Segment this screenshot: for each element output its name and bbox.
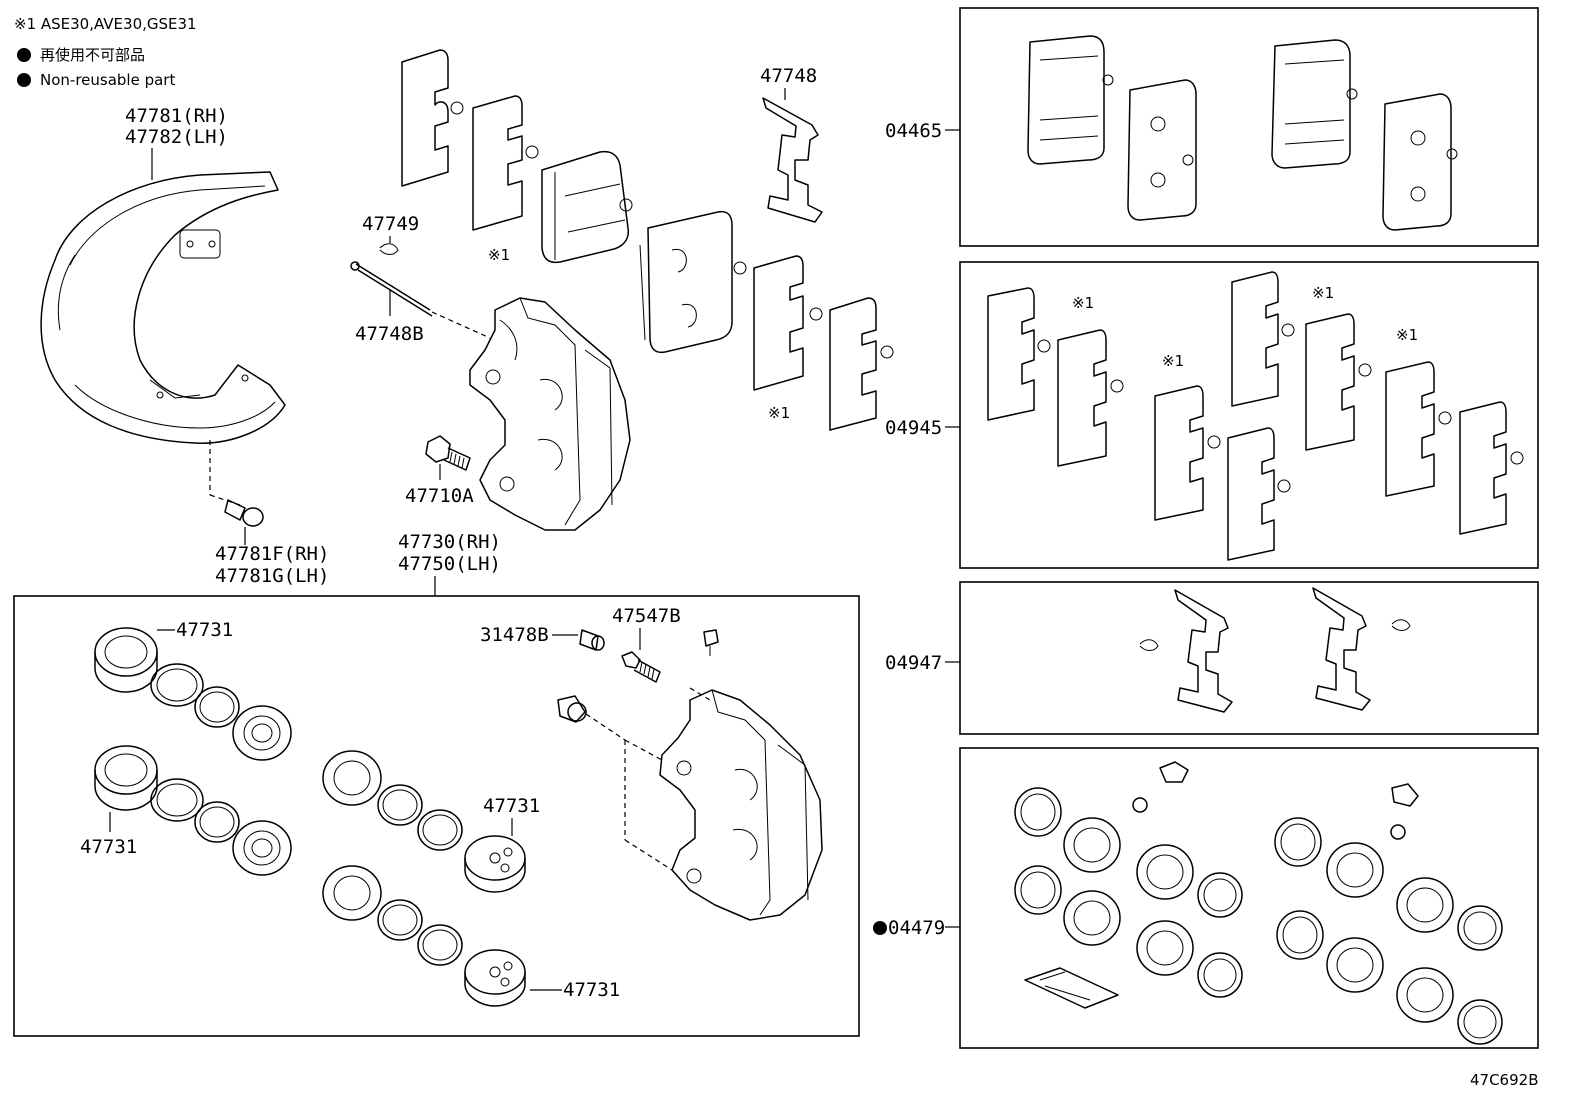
fitting-kit-frame: [959, 581, 1539, 735]
legend-english: Non-reusable part: [40, 71, 175, 89]
anti-squeal-shim: [401, 49, 464, 187]
applicability-mark: ※1: [1396, 326, 1418, 344]
shim-kit-frame: [959, 261, 1539, 569]
part-label-47749[interactable]: 47749: [362, 213, 419, 235]
part-label-47710A[interactable]: 47710A: [405, 485, 474, 507]
shim-kit-shims: [987, 271, 1524, 561]
part-label-47731-top[interactable]: 47731: [176, 619, 233, 641]
pad-retaining-pin: [350, 261, 433, 317]
piston-set-bottom: [322, 865, 526, 1007]
kit-label-04465[interactable]: 04465: [885, 120, 942, 142]
part-label-47782[interactable]: 47782(LH): [125, 126, 228, 148]
non-reusable-bullet-icon: [17, 48, 31, 62]
piston-set-middle-left: [94, 745, 292, 876]
plug-cap: [557, 695, 587, 723]
cylinder-kit-frame: [959, 747, 1539, 1049]
clip-pin: [379, 236, 399, 255]
part-label-31478B[interactable]: 31478B: [480, 624, 549, 646]
applicability-note: ※1 ASE30,AVE30,GSE31: [14, 15, 197, 33]
non-reusable-bullet-icon: [17, 73, 31, 87]
disc-brake-pad-inner: [639, 210, 747, 354]
bleeder-cap-small: [703, 629, 719, 656]
part-label-47748B[interactable]: 47748B: [355, 323, 424, 345]
piston-set-center: [322, 750, 526, 893]
part-label-47731-center[interactable]: 47731: [483, 795, 540, 817]
kit-label-04479[interactable]: 04479: [888, 917, 945, 939]
legend-japanese: 再使用不可部品: [40, 46, 145, 64]
pad-support-plate: [762, 97, 823, 223]
caliper-subassembly-frame: [13, 595, 860, 1037]
applicability-mark: ※1: [488, 246, 510, 264]
bleeder-plug-cap: [579, 629, 605, 651]
cylinder-kit-seals: [1014, 761, 1503, 1045]
bleeder-plug: [621, 651, 661, 683]
part-label-47781G[interactable]: 47781G(LH): [215, 565, 329, 587]
drawing-reference: 47C692B: [1470, 1071, 1538, 1089]
fitting-kit-plates: [1139, 587, 1411, 713]
anti-squeal-shim-sub: [472, 95, 539, 231]
non-reusable-bullet-icon: [873, 921, 887, 935]
applicability-mark: ※1: [768, 404, 790, 422]
caliper-mounting-bolt: [425, 435, 471, 471]
applicability-mark: ※1: [1072, 294, 1094, 312]
pad-kit-frame: [959, 7, 1539, 247]
anti-squeal-shim-inner: [753, 255, 823, 391]
pad-kit-pads: [1027, 35, 1458, 231]
part-label-47547B[interactable]: 47547B: [612, 605, 681, 627]
applicability-mark: ※1: [1312, 284, 1334, 302]
caliper-cylinder-body: [659, 689, 823, 921]
anti-squeal-shim-inner-2: [829, 297, 894, 431]
part-label-47781[interactable]: 47781(RH): [125, 105, 228, 127]
part-label-47748[interactable]: 47748: [760, 65, 817, 87]
front-disc-brake-caliper: [469, 297, 631, 531]
piston-set-top-left: [94, 627, 292, 761]
kit-label-04945[interactable]: 04945: [885, 417, 942, 439]
part-label-47781F[interactable]: 47781F(RH): [215, 543, 329, 565]
disc-brake-pad-outer: [541, 150, 633, 264]
part-label-47731-bottom[interactable]: 47731: [563, 979, 620, 1001]
part-label-47750[interactable]: 47750(LH): [398, 553, 501, 575]
part-label-47731-left[interactable]: 47731: [80, 836, 137, 858]
disc-brake-dust-cover: [40, 171, 286, 444]
part-label-47730[interactable]: 47730(RH): [398, 531, 501, 553]
applicability-mark: ※1: [1162, 352, 1184, 370]
dust-cover-bolt: [224, 499, 264, 527]
kit-label-04947[interactable]: 04947: [885, 652, 942, 674]
